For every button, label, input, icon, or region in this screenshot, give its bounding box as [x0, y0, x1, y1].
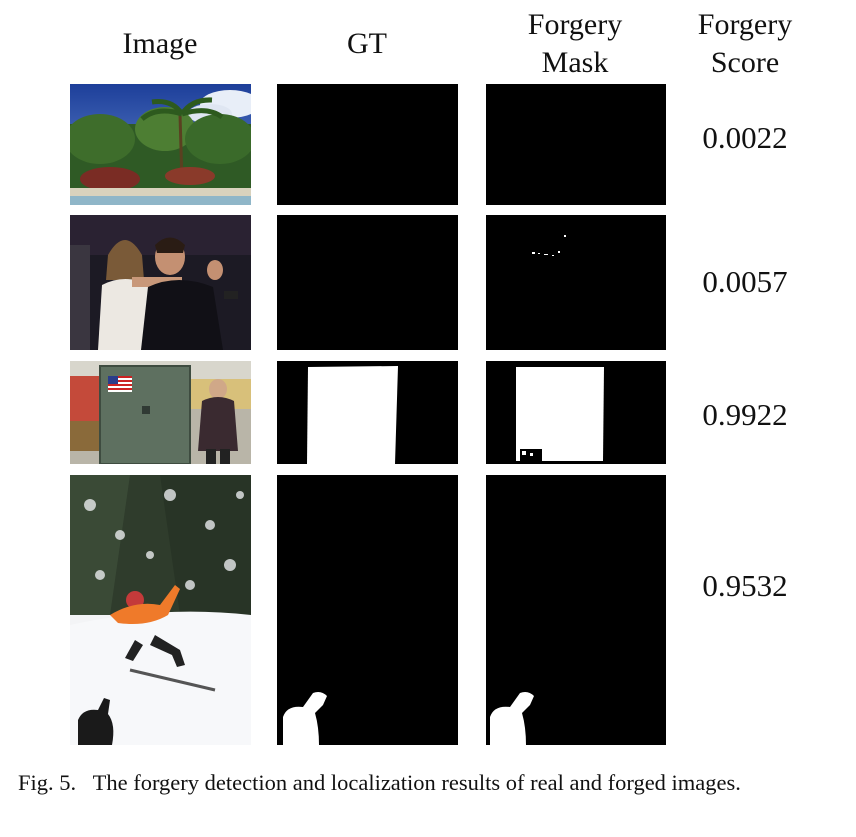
row2-gt-mask	[277, 215, 458, 350]
row4-image-snowboarder	[70, 475, 251, 745]
row3-gt-mask	[277, 361, 458, 464]
row3-image-classroom	[70, 361, 251, 464]
row4-score: 0.9532	[702, 568, 788, 603]
row1-forgery-mask	[486, 84, 666, 205]
header-image: Image	[122, 27, 198, 60]
figure-caption: Fig. 5. The forgery detection and locali…	[18, 768, 840, 798]
row2-image-people	[70, 215, 251, 350]
header-gt: GT	[347, 27, 387, 60]
header-forgery-score: Forgery Score	[697, 8, 793, 79]
caption-label: Fig. 5.	[18, 770, 77, 795]
row3-forgery-mask	[486, 361, 666, 464]
row3-score: 0.9922	[702, 397, 788, 432]
row2-score: 0.0057	[702, 264, 788, 299]
caption-text: The forgery detection and localization r…	[92, 770, 741, 795]
row1-score: 0.0022	[702, 120, 788, 155]
row1-image-beach	[70, 84, 251, 205]
header-forgery-mask: Forgery Mask	[527, 8, 623, 79]
row1-gt-mask	[277, 84, 458, 205]
row4-forgery-mask	[486, 475, 666, 745]
row2-forgery-mask	[486, 215, 666, 350]
row4-gt-mask	[277, 475, 458, 745]
